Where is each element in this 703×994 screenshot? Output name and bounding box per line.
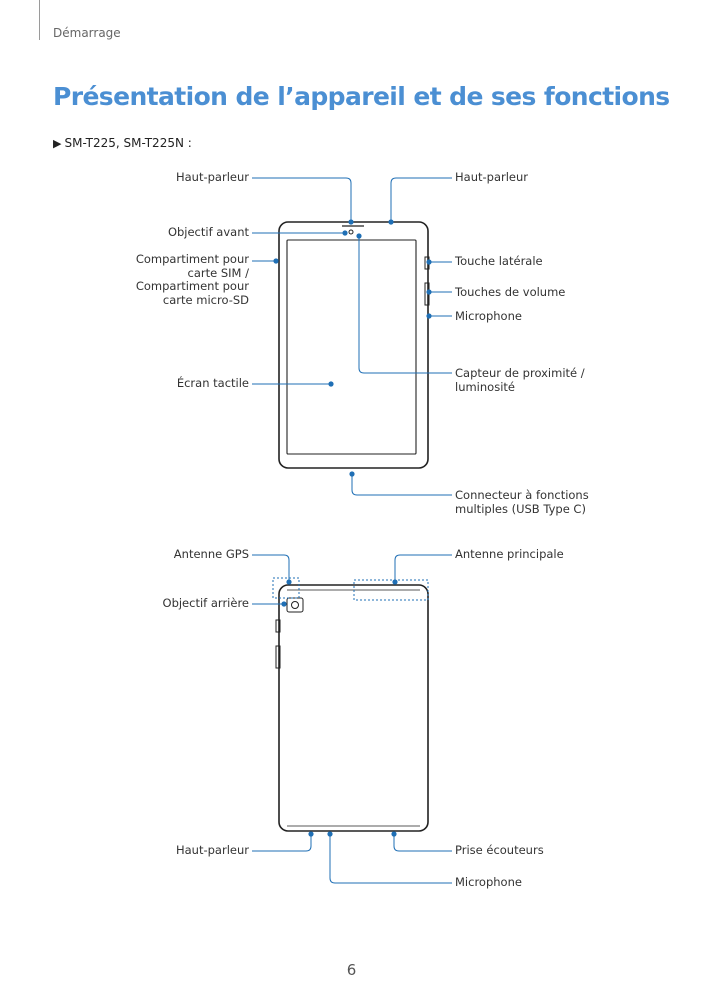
leader-lines bbox=[252, 177, 452, 884]
front-screen bbox=[286, 239, 417, 455]
label-sim-tray-line2: carte SIM / bbox=[187, 265, 249, 280]
section-name: Démarrage bbox=[53, 26, 121, 40]
leader-speaker-front-left bbox=[252, 177, 352, 220]
leader-dots bbox=[273, 219, 432, 837]
label-proximity-line2: luminosité bbox=[455, 379, 515, 394]
gps-antenna-area bbox=[272, 577, 300, 599]
dot-main-antenna bbox=[392, 579, 398, 585]
dot-rear-camera bbox=[281, 601, 287, 607]
label-proximity-sensor: Capteur de proximité / luminosité bbox=[455, 366, 585, 394]
leader-gps-antenna bbox=[252, 554, 290, 581]
leader-proximity-sensor bbox=[358, 237, 452, 374]
model-heading: ▶SM-T225, SM-T225N : bbox=[53, 136, 192, 150]
dot-volume-keys bbox=[426, 289, 432, 295]
dot-headset-jack bbox=[391, 831, 397, 837]
front-body bbox=[278, 221, 429, 469]
dot-side-key bbox=[426, 259, 432, 265]
header-rule bbox=[39, 0, 40, 40]
leader-microphone-back bbox=[329, 835, 452, 884]
dot-speaker-front-left bbox=[348, 219, 354, 225]
label-sim-tray-line3: Compartiment pour bbox=[135, 279, 249, 293]
dot-microphone-back bbox=[327, 831, 333, 837]
label-rear-camera: Objectif arrière bbox=[162, 596, 249, 610]
leader-main-antenna bbox=[394, 554, 452, 581]
label-side-key: Touche latérale bbox=[455, 254, 543, 268]
back-body bbox=[278, 584, 429, 832]
label-sim-tray-line1: Compartiment pour bbox=[135, 252, 249, 266]
dot-speaker-front-right bbox=[388, 219, 394, 225]
leader-headset-jack bbox=[393, 835, 452, 852]
rear-camera-lens bbox=[291, 601, 299, 609]
dot-sim-tray bbox=[273, 258, 279, 264]
leader-speaker-front-right bbox=[390, 177, 452, 220]
label-volume-keys: Touches de volume bbox=[455, 285, 566, 299]
main-antenna-area bbox=[353, 579, 429, 601]
label-microphone-front: Microphone bbox=[455, 309, 522, 323]
page-title: Présentation de l’appareil et de ses fon… bbox=[53, 82, 670, 111]
leader-usb-port bbox=[351, 475, 452, 496]
label-usb-line2: multiples (USB Type C) bbox=[455, 501, 586, 516]
model-label: SM-T225, SM-T225N : bbox=[64, 136, 192, 150]
label-speaker-back: Haut-parleur bbox=[175, 843, 249, 857]
label-microphone-back: Microphone bbox=[455, 875, 522, 889]
label-sim-tray: Compartiment pour carte SIM / Compartime… bbox=[135, 252, 249, 307]
label-usb-line1: Connecteur à fonctions bbox=[455, 488, 589, 502]
back-volume-keys-shape bbox=[275, 645, 281, 669]
label-touchscreen: Écran tactile bbox=[176, 376, 249, 390]
label-main-antenna: Antenne principale bbox=[455, 547, 564, 561]
dot-usb-port bbox=[349, 471, 355, 477]
leader-speaker-back bbox=[252, 835, 312, 852]
dot-touchscreen bbox=[328, 381, 334, 387]
back-device bbox=[275, 584, 429, 832]
dot-proximity-sensor bbox=[356, 233, 362, 239]
label-headset-jack: Prise écouteurs bbox=[455, 843, 544, 857]
label-speaker-front-left: Haut-parleur bbox=[175, 170, 249, 184]
page-number: 6 bbox=[346, 961, 357, 979]
front-camera-shape bbox=[348, 229, 354, 235]
rear-camera-shape bbox=[286, 597, 304, 613]
triangle-bullet-icon: ▶ bbox=[53, 137, 62, 150]
dot-front-camera bbox=[342, 230, 348, 236]
front-device bbox=[278, 221, 430, 469]
label-proximity-line1: Capteur de proximité / bbox=[455, 366, 585, 380]
label-front-camera: Objectif avant bbox=[167, 225, 249, 239]
dot-speaker-back bbox=[308, 831, 314, 837]
label-speaker-front-right: Haut-parleur bbox=[455, 170, 529, 184]
back-side-key-shape bbox=[275, 619, 281, 633]
label-usb-port: Connecteur à fonctions multiples (USB Ty… bbox=[455, 488, 589, 516]
dot-gps-antenna bbox=[286, 579, 292, 585]
label-gps-antenna: Antenne GPS bbox=[173, 547, 249, 561]
dot-microphone-front bbox=[426, 313, 432, 319]
label-sim-tray-line4: carte micro-SD bbox=[162, 292, 249, 307]
